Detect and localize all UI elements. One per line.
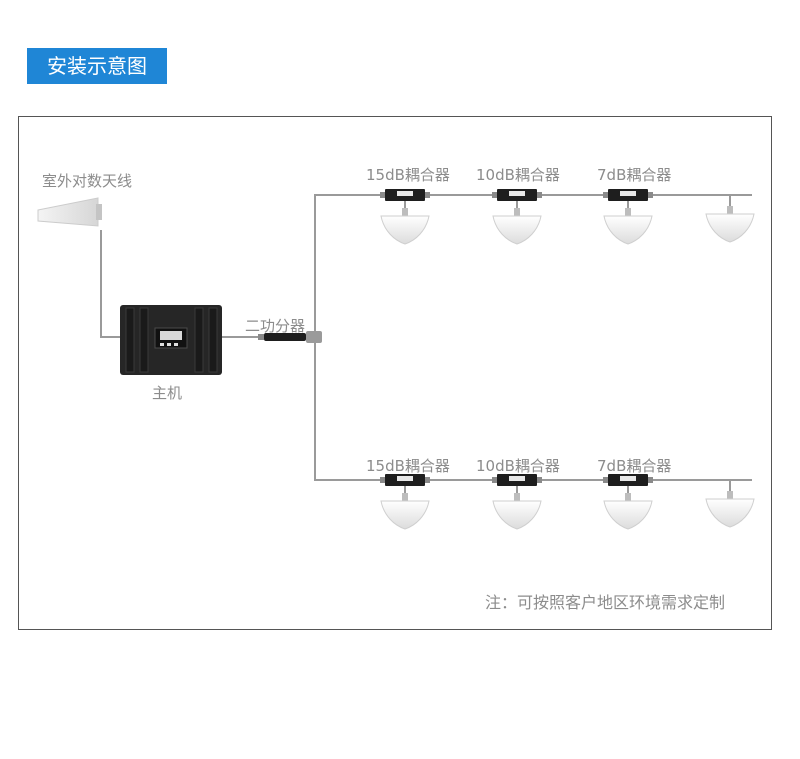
coupler-label: 7dB耦合器 bbox=[597, 166, 672, 184]
host-unit bbox=[120, 305, 222, 375]
ceiling-antenna bbox=[705, 490, 755, 528]
ceiling-antenna bbox=[603, 492, 653, 530]
diagram-frame bbox=[18, 116, 772, 630]
coupler-label: 10dB耦合器 bbox=[476, 457, 560, 475]
coupler-10db-top bbox=[492, 189, 542, 201]
outdoor-antenna bbox=[37, 197, 102, 227]
coupler-15db-top bbox=[380, 189, 430, 201]
ceiling-antenna bbox=[380, 492, 430, 530]
ceiling-antenna bbox=[380, 207, 430, 245]
coupler-label: 15dB耦合器 bbox=[366, 166, 450, 184]
host-label: 主机 bbox=[152, 384, 183, 402]
coupler-label: 7dB耦合器 bbox=[597, 457, 672, 475]
ceiling-antenna bbox=[492, 207, 542, 245]
coupler-label: 15dB耦合器 bbox=[366, 457, 450, 475]
coupler-label: 10dB耦合器 bbox=[476, 166, 560, 184]
splitter bbox=[258, 331, 322, 343]
customization-note: 注：可按照客户地区环境需求定制 bbox=[485, 593, 726, 612]
outdoor-antenna-label: 室外对数天线 bbox=[42, 172, 133, 190]
coupler-7db-top bbox=[603, 189, 653, 201]
splitter-label: 二功分器 bbox=[245, 317, 306, 335]
ceiling-antenna bbox=[705, 205, 755, 243]
diagram-title: 安装示意图 bbox=[27, 48, 167, 84]
ceiling-antenna bbox=[492, 492, 542, 530]
ceiling-antenna bbox=[603, 207, 653, 245]
